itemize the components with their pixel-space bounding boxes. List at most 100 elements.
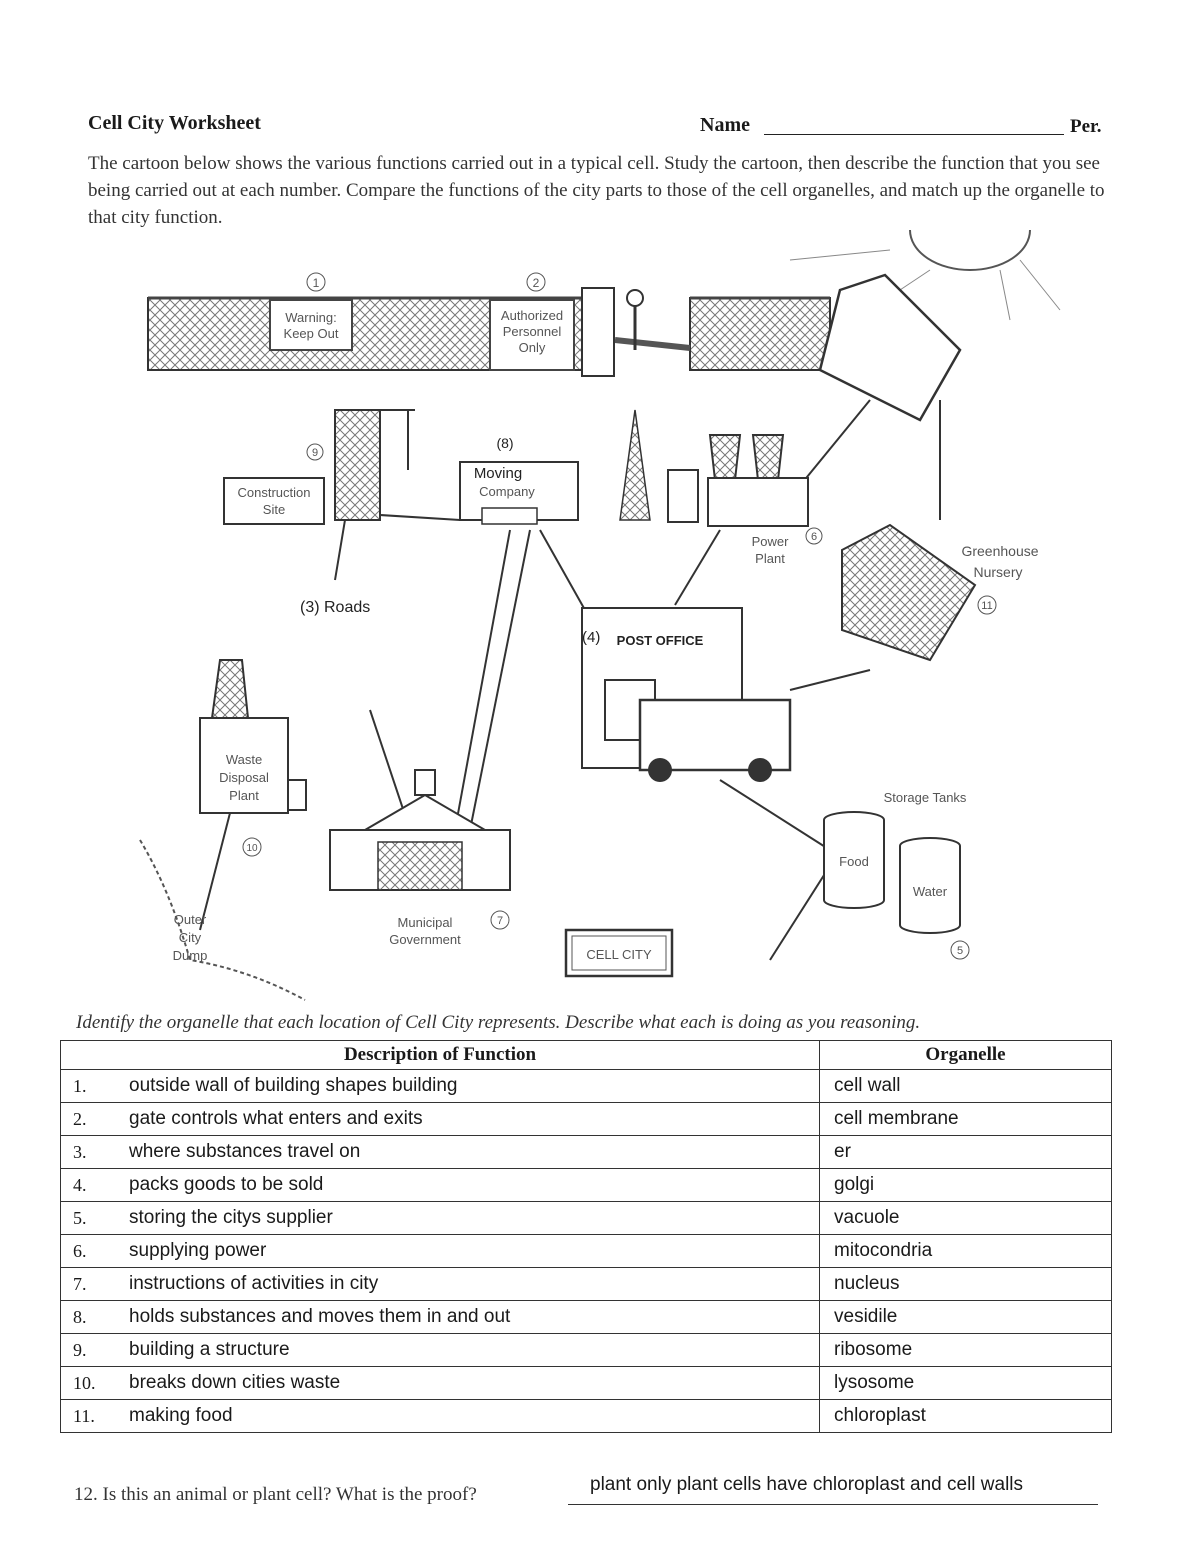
food-tank-label: Food bbox=[839, 854, 869, 869]
water-tank-label: Water bbox=[913, 884, 948, 899]
greenhouse-line-1: Greenhouse bbox=[961, 543, 1038, 559]
instructions: Identify the organelle that each locatio… bbox=[76, 1012, 921, 1033]
storage-tanks: Storage Tanks Food Water 5 bbox=[823, 790, 970, 960]
row-number: 10. bbox=[60, 1366, 123, 1400]
marker-2: 2 bbox=[533, 276, 540, 290]
organelle-answer[interactable]: lysosome bbox=[819, 1366, 1112, 1400]
table-row: 1.outside wall of building shapes buildi… bbox=[60, 1069, 1112, 1103]
row-number: 6. bbox=[60, 1234, 123, 1268]
organelle-answer[interactable]: vacuole bbox=[819, 1201, 1112, 1235]
marker-9: 9 bbox=[312, 447, 318, 459]
organelle-answer[interactable]: cell membrane bbox=[819, 1102, 1112, 1136]
construction-site: Construction Site bbox=[223, 409, 415, 525]
organelle-answer[interactable]: chloroplast bbox=[819, 1399, 1112, 1433]
function-description[interactable]: breaks down cities waste bbox=[123, 1366, 820, 1400]
power-plant-line-2: Plant bbox=[755, 551, 785, 566]
greenhouse: Greenhouse Nursery 11 bbox=[841, 523, 1039, 662]
authorized-sign: Authorized Personnel Only bbox=[489, 287, 644, 377]
dump-line-2: City bbox=[179, 930, 202, 945]
row-number: 3. bbox=[60, 1135, 123, 1169]
authorized-sign-line-3: Only bbox=[519, 340, 546, 355]
construction-line-2: Site bbox=[263, 502, 285, 517]
government-line-2: Government bbox=[389, 932, 461, 947]
table-header-row: Description of Function Organelle bbox=[60, 1040, 1112, 1070]
post-office-sign: POST OFFICE bbox=[617, 633, 704, 648]
function-description[interactable]: gate controls what enters and exits bbox=[123, 1102, 820, 1136]
row-number: 11. bbox=[60, 1399, 123, 1433]
dump-line-1: Outer bbox=[174, 912, 207, 927]
marker-8: (8) bbox=[496, 435, 513, 451]
question-12-answer[interactable]: plant only plant cells have chloroplast … bbox=[590, 1474, 1024, 1495]
warning-sign-line-2: Keep Out bbox=[284, 326, 339, 341]
power-plant-line-1: Power bbox=[752, 534, 790, 549]
organelle-header: Organelle bbox=[819, 1040, 1112, 1070]
post-office: (4) POST OFFICE bbox=[581, 607, 792, 782]
question-12: 12. Is this an animal or plant cell? Wha… bbox=[74, 1484, 477, 1505]
function-description[interactable]: outside wall of building shapes building bbox=[123, 1069, 820, 1103]
row-number: 8. bbox=[60, 1300, 123, 1334]
organelle-answer[interactable]: er bbox=[819, 1135, 1112, 1169]
function-description[interactable]: making food bbox=[123, 1399, 820, 1433]
government-line-1: Municipal bbox=[398, 915, 453, 930]
worksheet-title: Cell City Worksheet bbox=[88, 112, 261, 134]
warning-sign: Warning: Keep Out bbox=[269, 299, 353, 351]
authorized-sign-line-2: Personnel bbox=[503, 324, 562, 339]
sun-icon bbox=[789, 230, 1061, 321]
warning-sign-line-1: Warning: bbox=[285, 310, 337, 325]
table-row: 8.holds substances and moves them in and… bbox=[60, 1300, 1112, 1334]
dump-line-3: Dump bbox=[173, 948, 208, 963]
name-field-line[interactable] bbox=[764, 134, 1064, 135]
waste-line-3: Plant bbox=[229, 788, 259, 803]
function-description[interactable]: packs goods to be sold bbox=[123, 1168, 820, 1202]
function-description[interactable]: storing the citys supplier bbox=[123, 1201, 820, 1235]
marker-7: 7 bbox=[497, 915, 503, 927]
waste-disposal-plant: Waste Disposal Plant bbox=[199, 659, 307, 931]
period-label: Per. bbox=[1070, 116, 1102, 137]
organelle-answer[interactable]: vesidile bbox=[819, 1300, 1112, 1334]
marker-10: 10 bbox=[246, 843, 258, 854]
organelle-answer[interactable]: cell wall bbox=[819, 1069, 1112, 1103]
cell-city-sign: CELL CITY bbox=[564, 928, 674, 978]
waste-line-2: Disposal bbox=[219, 770, 269, 785]
organelle-answer[interactable]: mitocondria bbox=[819, 1234, 1112, 1268]
intro-paragraph: The cartoon below shows the various func… bbox=[88, 153, 1105, 228]
construction-line-1: Construction bbox=[238, 485, 311, 500]
mail-truck-icon bbox=[638, 698, 792, 772]
function-description[interactable]: instructions of activities in city bbox=[123, 1267, 820, 1301]
cell-city-label: CELL CITY bbox=[586, 947, 652, 962]
function-description[interactable]: building a structure bbox=[123, 1333, 820, 1367]
function-description[interactable]: supplying power bbox=[123, 1234, 820, 1268]
authorized-sign-line-1: Authorized bbox=[501, 308, 563, 323]
organelle-answer[interactable]: ribosome bbox=[819, 1333, 1112, 1367]
marker-1: 1 bbox=[313, 276, 320, 290]
row-number: 1. bbox=[60, 1069, 123, 1103]
guard-icon bbox=[626, 289, 644, 307]
cell-city-cartoon: Warning: Keep Out Authorized Personnel O… bbox=[139, 230, 1061, 1001]
organelle-answer[interactable]: golgi bbox=[819, 1168, 1112, 1202]
organelle-answer[interactable]: nucleus bbox=[819, 1267, 1112, 1301]
greenhouse-line-2: Nursery bbox=[973, 564, 1022, 580]
waste-line-1: Waste bbox=[226, 752, 262, 767]
function-description[interactable]: where substances travel on bbox=[123, 1135, 820, 1169]
marker-4: (4) bbox=[582, 629, 600, 646]
truck-icon bbox=[481, 507, 538, 525]
moving-line-1: Moving bbox=[474, 465, 522, 482]
moving-company: (8) Moving Company bbox=[459, 435, 579, 525]
question-12-answer-line bbox=[568, 1504, 1098, 1505]
roads-label: (3) Roads bbox=[300, 599, 370, 616]
answer-table: Description of Function Organelle 1.outs… bbox=[60, 1040, 1112, 1433]
row-number: 5. bbox=[60, 1201, 123, 1235]
marker-6-power: 6 bbox=[811, 531, 817, 543]
power-plant: Power Plant 6 bbox=[619, 409, 823, 566]
name-label: Name bbox=[700, 114, 750, 136]
function-description[interactable]: holds substances and moves them in and o… bbox=[123, 1300, 820, 1334]
description-header: Description of Function bbox=[60, 1040, 820, 1070]
